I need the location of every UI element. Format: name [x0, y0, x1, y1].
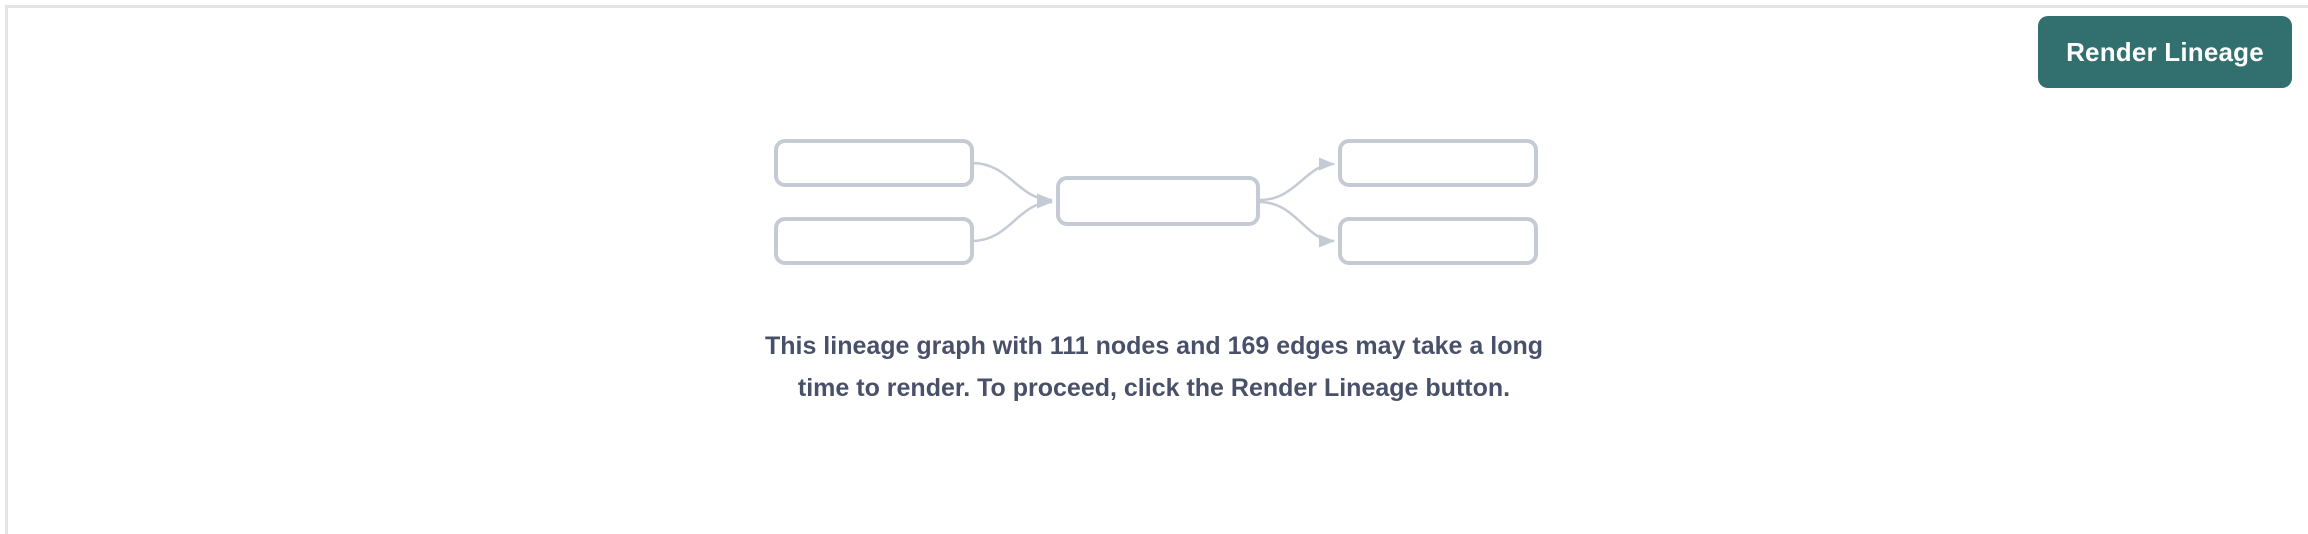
panel-left-border [5, 5, 8, 534]
edge-source-a-to-model [971, 161, 1053, 207]
edge-model-to-target-a [1259, 157, 1335, 202]
graph-node-source-b[interactable] [774, 217, 974, 265]
lineage-placeholder-graph [760, 128, 1560, 278]
lineage-warning-message: This lineage graph with 111 nodes and 16… [754, 325, 1554, 409]
render-lineage-button[interactable]: Render Lineage [2038, 16, 2292, 88]
warning-line-2: a long time to render. To proceed, click… [797, 332, 1544, 402]
edge-source-b-to-model [971, 195, 1053, 243]
panel-top-border [6, 5, 2308, 8]
graph-node-target-a[interactable] [1338, 139, 1538, 187]
warning-line-3: button. [1425, 374, 1511, 402]
warning-line-1: This lineage graph with 111 nodes and 16… [764, 332, 1463, 360]
graph-node-model[interactable] [1056, 176, 1260, 226]
graph-node-target-b[interactable] [1338, 217, 1538, 265]
graph-node-source-a[interactable] [774, 139, 974, 187]
edge-model-to-target-b [1259, 200, 1335, 248]
